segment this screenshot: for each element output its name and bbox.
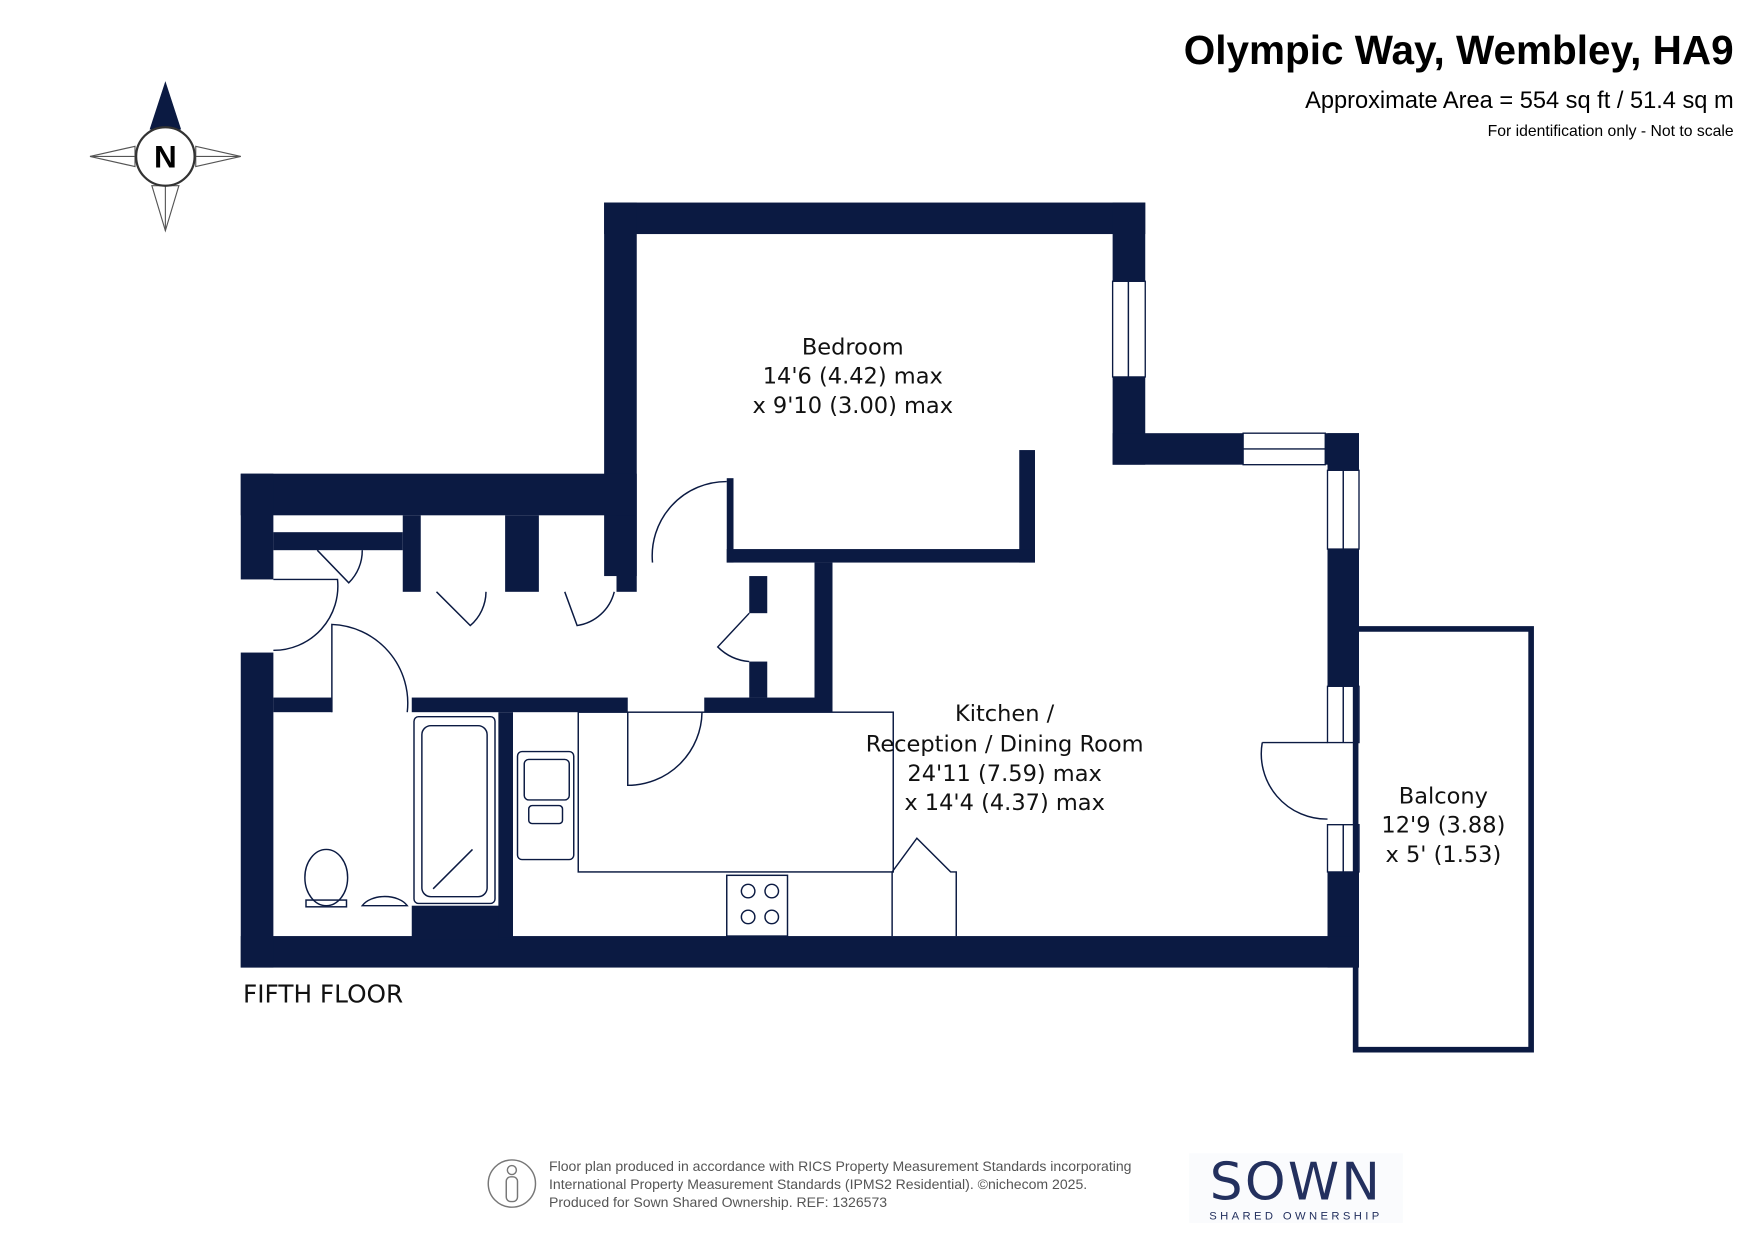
room-dimension: x 5' (1.53)	[1385, 842, 1501, 868]
fixtures	[304, 711, 894, 937]
room-dimension: x 9'10 (3.00) max	[752, 393, 953, 419]
walls	[240, 202, 1359, 968]
room-name: Reception / Dining Room	[866, 732, 1144, 758]
room-dimension: 12'9 (3.88)	[1381, 813, 1505, 839]
room-dimension: x 14'4 (4.37) max	[904, 790, 1105, 816]
room-kitchen-reception: Kitchen / Reception / Dining Room 24'11 …	[866, 701, 1144, 816]
logo-tagline: SHARED OWNERSHIP	[1209, 1211, 1382, 1223]
compass-icon: N	[89, 81, 241, 233]
disclaimer: For identification only - Not to scale	[1488, 123, 1734, 140]
property-title: Olympic Way, Wembley, HA9	[1184, 27, 1734, 73]
compass-north-label: N	[154, 139, 177, 175]
floor-label: FIFTH FLOOR	[243, 979, 403, 1008]
room-balcony: Balcony 12'9 (3.88) x 5' (1.53)	[1381, 783, 1505, 868]
footer-line-1: Floor plan produced in accordance with R…	[549, 1158, 1131, 1174]
room-name: Balcony	[1399, 783, 1488, 809]
room-name: Kitchen /	[955, 701, 1055, 727]
approximate-area: Approximate Area = 554 sq ft / 51.4 sq m	[1305, 88, 1734, 114]
balcony-outline	[1352, 626, 1534, 1053]
room-dimension: 14'6 (4.42) max	[763, 364, 943, 390]
doors	[273, 480, 1328, 937]
windows	[1111, 280, 1360, 873]
logo-name: SOWN	[1210, 1152, 1382, 1212]
room-dimension: 24'11 (7.59) max	[907, 761, 1101, 787]
person-icon	[487, 1159, 537, 1208]
footer-line-3: Produced for Sown Shared Ownership. REF:…	[549, 1194, 887, 1210]
room-name: Bedroom	[802, 334, 904, 360]
sown-logo: SOWN SHARED OWNERSHIP	[1189, 1152, 1403, 1223]
footer-line-2: International Property Measurement Stand…	[549, 1176, 1087, 1192]
room-bedroom: Bedroom 14'6 (4.42) max x 9'10 (3.00) ma…	[752, 334, 953, 419]
